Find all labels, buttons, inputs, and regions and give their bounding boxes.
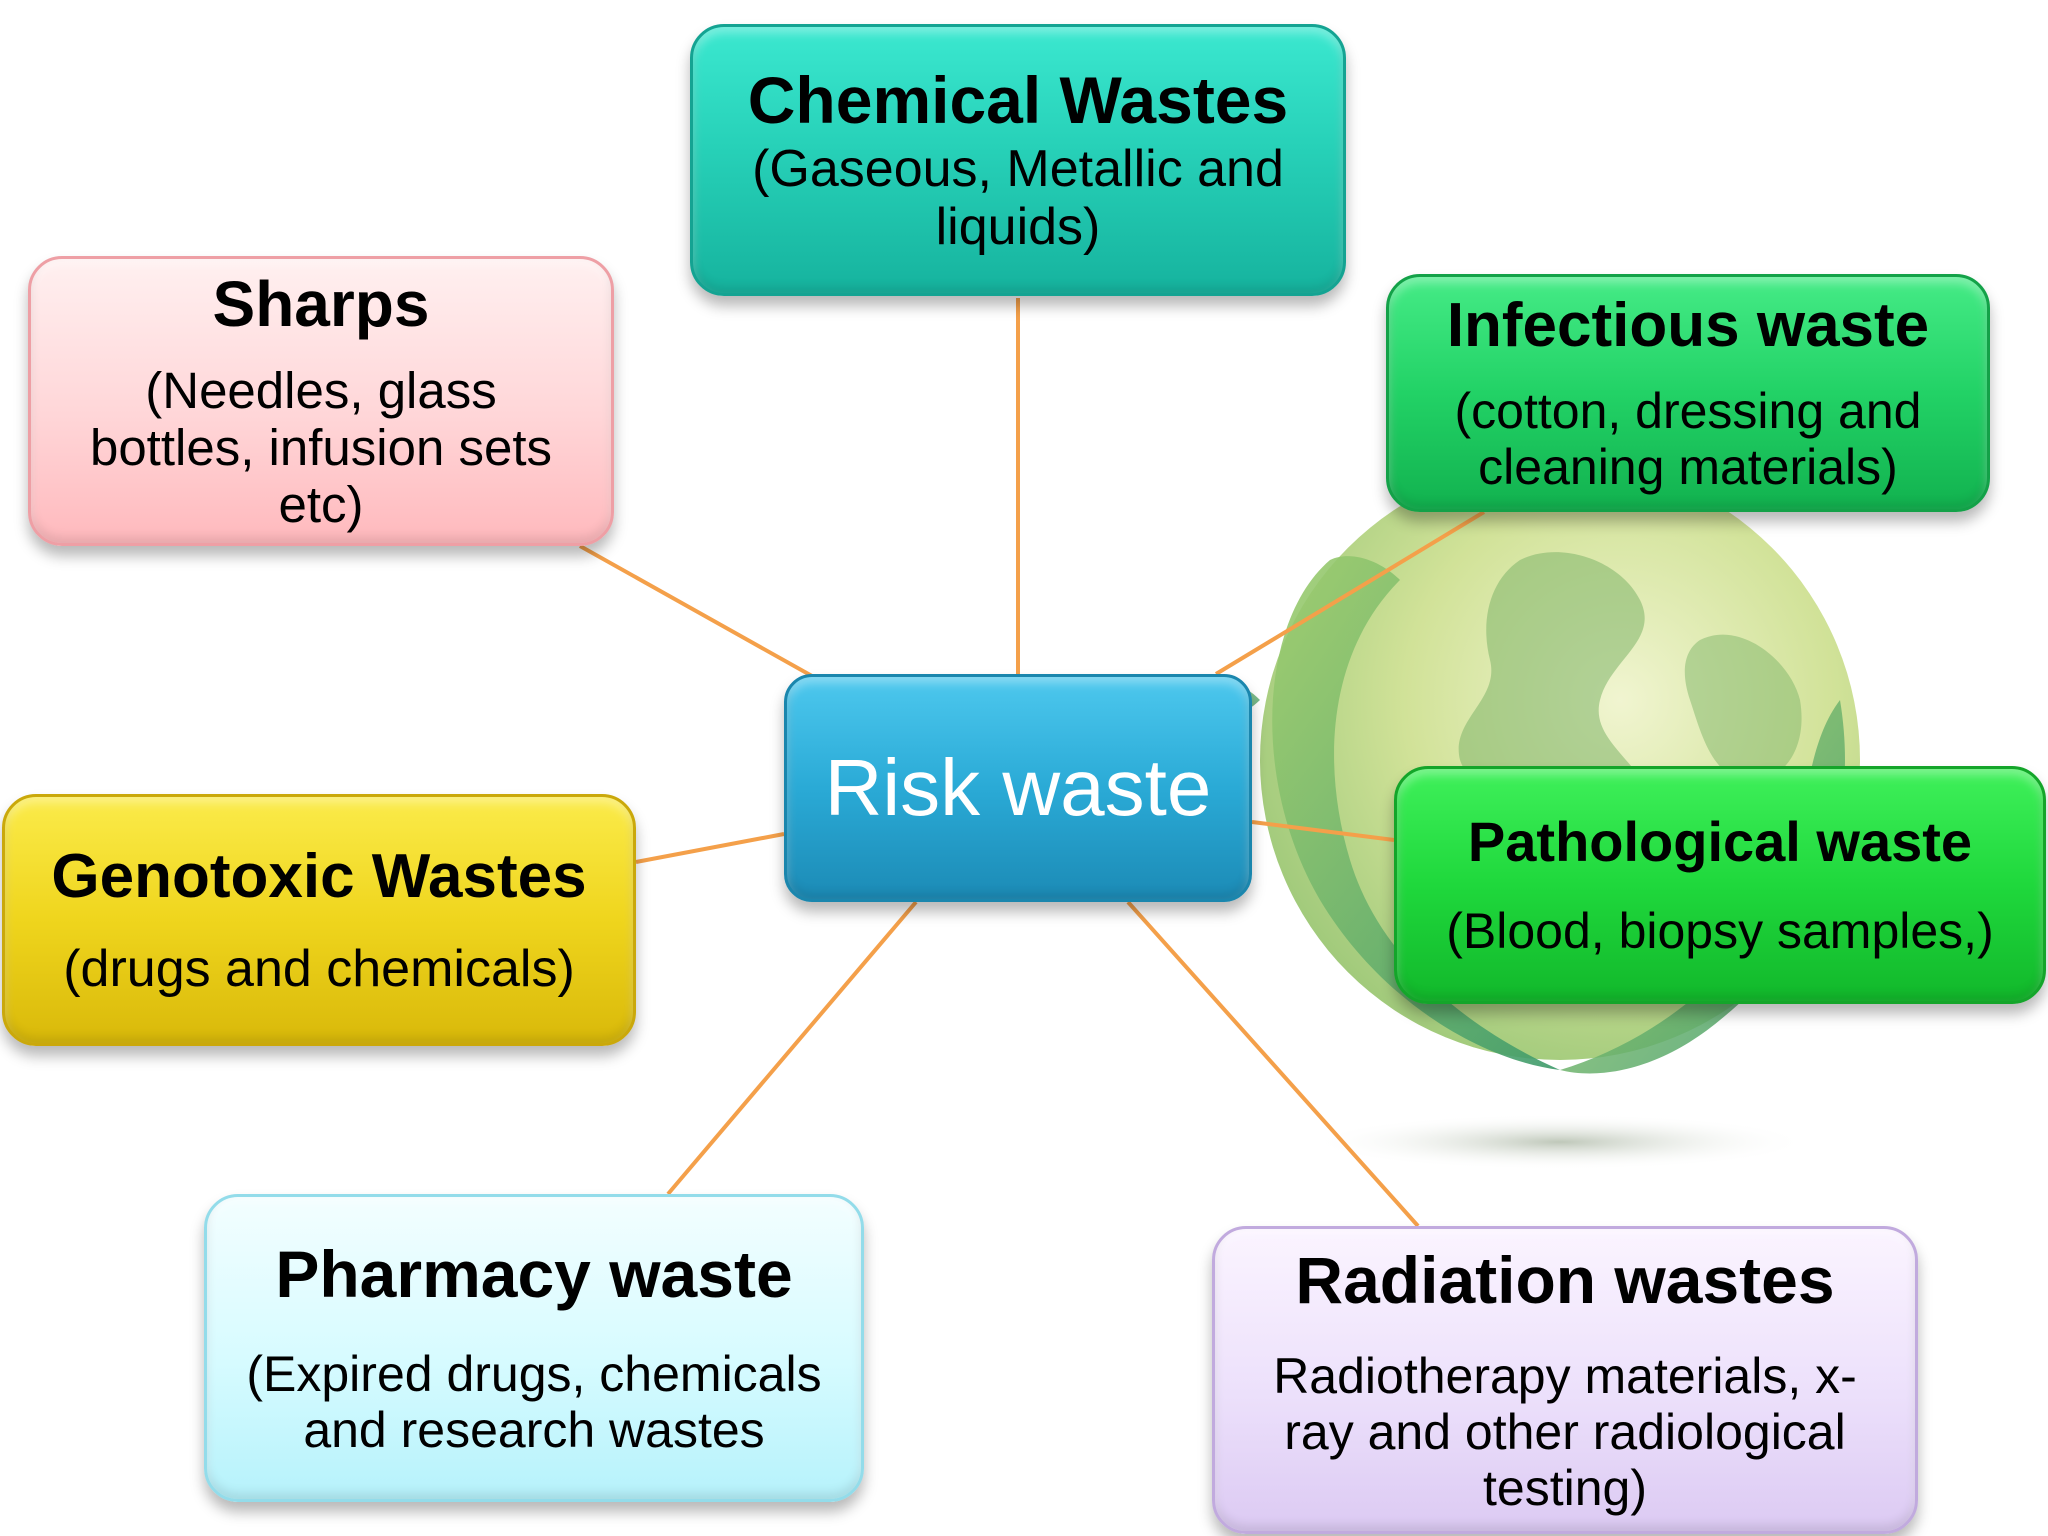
leaf-swoosh-left [1272, 556, 1560, 1070]
connector-sharps [579, 544, 813, 678]
node-title: Genotoxic Wastes [51, 842, 587, 912]
globe-shadow [1310, 1114, 1810, 1170]
node-pharmacy-waste: Pharmacy waste (Expired drugs, chemicals… [204, 1194, 864, 1502]
node-sharps: Sharps (Needles, glass bottles, infusion… [28, 256, 614, 546]
node-description: (Blood, biopsy samples,) [1446, 903, 1994, 960]
globe-land-shape-2 [1684, 634, 1802, 782]
node-pathological-waste: Pathological waste (Blood, biopsy sample… [1394, 766, 2046, 1004]
node-risk-waste-center: Risk waste [784, 674, 1252, 902]
node-description: (Gaseous, Metallic and liquids) [752, 139, 1284, 256]
node-genotoxic-wastes: Genotoxic Wastes (drugs and chemicals) [2, 794, 636, 1046]
connector-genotoxic [635, 832, 785, 864]
node-description: Radiotherapy materials, x-ray and other … [1273, 1347, 1857, 1516]
node-chemical-wastes: Chemical Wastes (Gaseous, Metallic and l… [690, 24, 1346, 296]
node-description: (Expired drugs, chemicals and research w… [246, 1345, 822, 1458]
node-description: (drugs and chemicals) [63, 939, 575, 998]
node-description: (Needles, glass bottles, infusion sets e… [89, 362, 553, 534]
node-infectious-waste: Infectious waste (cotton, dressing and c… [1386, 274, 1990, 512]
node-title: Infectious waste [1446, 291, 1930, 361]
node-radiation-wastes: Radiation wastes Radiotherapy materials,… [1212, 1226, 1918, 1534]
node-title: Sharps [212, 267, 430, 340]
connector-radiation [1126, 900, 1420, 1228]
node-title: Chemical Wastes [747, 62, 1289, 137]
connector-pathological [1251, 820, 1395, 842]
node-title: Pharmacy waste [275, 1237, 793, 1312]
node-description: (cotton, dressing and cleaning materials… [1454, 382, 1922, 495]
connector-infectious [1214, 510, 1486, 676]
node-title: Radiation wastes [1295, 1243, 1835, 1318]
center-label: Risk waste [824, 743, 1212, 833]
node-title: Pathological waste [1467, 809, 1973, 873]
connector-pharmacy [666, 900, 918, 1196]
